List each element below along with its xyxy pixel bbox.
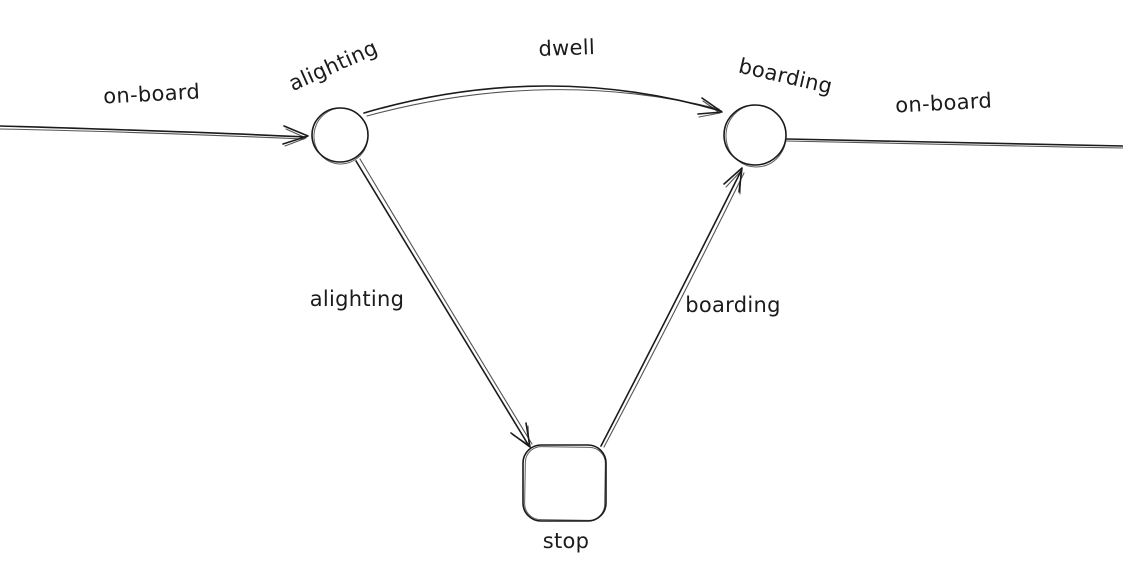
alighting-arrowhead-sketch-icon xyxy=(512,425,530,446)
edge-onboard-out-line-sketch xyxy=(785,140,1123,149)
node-label-boarding: boarding xyxy=(736,54,834,99)
dwell-arrowhead-sketch-icon xyxy=(698,100,721,118)
onboard-in-arrowhead-icon xyxy=(282,125,309,145)
edge-alighting-line-sketch xyxy=(359,158,533,445)
stop-square xyxy=(522,444,607,522)
edge-onboard-in: on-board xyxy=(0,79,309,147)
edge-label-boarding: boarding xyxy=(685,293,781,317)
node-boarding: boarding xyxy=(723,54,835,168)
edge-onboard-out: on-board xyxy=(785,88,1123,149)
edge-onboard-out-line xyxy=(786,138,1123,147)
node-stop: stop xyxy=(522,444,607,553)
edge-dwell: dwell xyxy=(363,35,723,118)
node-label-stop: stop xyxy=(543,529,590,553)
boarding-arrowhead-sketch-icon xyxy=(725,170,742,195)
edge-label-onboard-in: on-board xyxy=(103,79,201,108)
alighting-circle-sketch xyxy=(313,107,369,165)
edge-onboard-in-line-sketch xyxy=(0,128,305,140)
node-alighting: alighting xyxy=(285,35,381,165)
edge-dwell-line-sketch xyxy=(366,89,720,117)
onboard-in-arrowhead-sketch-icon xyxy=(284,128,307,147)
edge-label-alighting: alighting xyxy=(310,287,405,311)
edge-label-dwell: dwell xyxy=(538,35,595,61)
edge-boarding: boarding xyxy=(600,167,781,448)
edge-label-onboard-out: on-board xyxy=(895,88,993,117)
edge-boarding-line-sketch xyxy=(603,172,745,448)
edge-alighting-line xyxy=(355,160,530,447)
edge-boarding-line xyxy=(600,170,742,447)
node-label-alighting: alighting xyxy=(285,35,381,95)
dwell-arrowhead-icon xyxy=(697,97,723,115)
edge-onboard-in-line xyxy=(0,125,307,138)
boarding-circle-sketch xyxy=(725,104,787,168)
stop-square-sketch xyxy=(524,446,606,521)
edge-alighting: alighting xyxy=(310,158,533,448)
